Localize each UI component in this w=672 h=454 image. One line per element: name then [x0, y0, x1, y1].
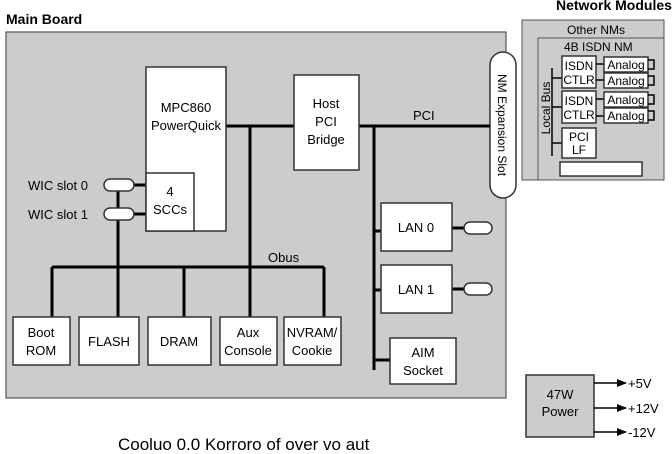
- svg-text:LAN 1: LAN 1: [398, 282, 434, 297]
- svg-text:AIM: AIM: [411, 345, 434, 360]
- wic-slot-0-label: WIC slot 0: [28, 178, 88, 193]
- voltage-arrows: [594, 379, 627, 436]
- svg-text:SCCs: SCCs: [153, 202, 187, 217]
- analog-port-3: Analog: [603, 91, 655, 108]
- boot-rom-box: Boot ROM: [12, 316, 71, 366]
- svg-text:Aux: Aux: [237, 325, 260, 340]
- svg-text:4: 4: [166, 184, 173, 199]
- svg-text:Console: Console: [224, 343, 272, 358]
- lan0-box: LAN 0: [380, 202, 453, 252]
- local-bus-label: Local Bus: [539, 82, 553, 135]
- voltage-minus12v: -12V: [628, 425, 656, 440]
- svg-text:LAN 0: LAN 0: [398, 220, 434, 235]
- pci-lf-box: PCI LF: [561, 127, 597, 159]
- svg-text:DRAM: DRAM: [160, 334, 198, 349]
- nm-expansion-slot-label: NM Expansion Slot: [495, 74, 509, 177]
- svg-text:Analog: Analog: [607, 58, 644, 72]
- other-nms-label: Other NMs: [567, 23, 625, 37]
- svg-text:FLASH: FLASH: [88, 334, 130, 349]
- isdn-controller-1: ISDN CTLR: [561, 55, 597, 89]
- svg-text:Bridge: Bridge: [307, 132, 345, 147]
- bus-wires: [50, 124, 490, 370]
- svg-text:LF: LF: [572, 143, 586, 157]
- wic-slot-0: [103, 178, 135, 192]
- svg-text:PowerQuick: PowerQuick: [151, 118, 222, 133]
- sccs-box: 4 SCCs: [145, 172, 195, 232]
- isdn-nm-label: 4B ISDN NM: [564, 40, 633, 54]
- lan1-port: [463, 282, 493, 296]
- flash-box: FLASH: [78, 316, 140, 366]
- svg-text:Socket: Socket: [403, 363, 443, 378]
- svg-text:NVRAM/: NVRAM/: [287, 325, 338, 340]
- pci-bus-label: PCI: [413, 108, 435, 123]
- isdn-controller-2: ISDN CTLR: [561, 90, 597, 124]
- obus-label: Obus: [268, 250, 300, 265]
- svg-text:47W: 47W: [547, 387, 574, 402]
- voltage-5v: +5V: [628, 376, 652, 391]
- svg-text:PCI: PCI: [315, 114, 337, 129]
- svg-text:Cookie: Cookie: [292, 343, 332, 358]
- svg-text:Analog: Analog: [607, 93, 644, 107]
- svg-text:ROM: ROM: [26, 343, 56, 358]
- svg-text:MPC860: MPC860: [161, 100, 212, 115]
- nvram-cookie-box: NVRAM/ Cookie: [283, 316, 342, 366]
- main-board-title: Main Board: [6, 11, 82, 27]
- aux-console-box: Aux Console: [219, 316, 278, 366]
- svg-text:Host: Host: [313, 96, 340, 111]
- analog-port-1: Analog: [603, 56, 655, 73]
- lan0-port: [463, 221, 493, 235]
- svg-text:Boot: Boot: [28, 325, 55, 340]
- svg-text:ISDN: ISDN: [565, 59, 594, 73]
- analog-port-4: Analog: [603, 107, 655, 124]
- svg-text:CTLR: CTLR: [563, 108, 595, 122]
- analog-port-2: Analog: [603, 72, 655, 89]
- voltage-12v: +12V: [628, 401, 659, 416]
- dram-box: DRAM: [147, 316, 212, 366]
- nm-connector: [559, 161, 643, 177]
- svg-text:CTLR: CTLR: [563, 73, 595, 87]
- lan1-box: LAN 1: [380, 264, 453, 314]
- host-pci-bridge-box: Host PCI Bridge: [293, 74, 360, 171]
- svg-text:Analog: Analog: [607, 109, 644, 123]
- aim-socket-box: AIM Socket: [389, 337, 457, 385]
- power-box: 47W Power: [525, 374, 595, 438]
- svg-text:PCI: PCI: [569, 130, 589, 144]
- wic-slot-1-label: WIC slot 1: [28, 207, 88, 222]
- svg-text:ISDN: ISDN: [565, 94, 594, 108]
- wic-slot-1: [103, 207, 135, 221]
- figure-caption: Cooluo 0.0 Korroro of over vo aut: [118, 435, 370, 454]
- svg-text:Analog: Analog: [607, 74, 644, 88]
- network-modules-title: Network Modules: [556, 0, 672, 13]
- svg-text:Power: Power: [542, 404, 580, 419]
